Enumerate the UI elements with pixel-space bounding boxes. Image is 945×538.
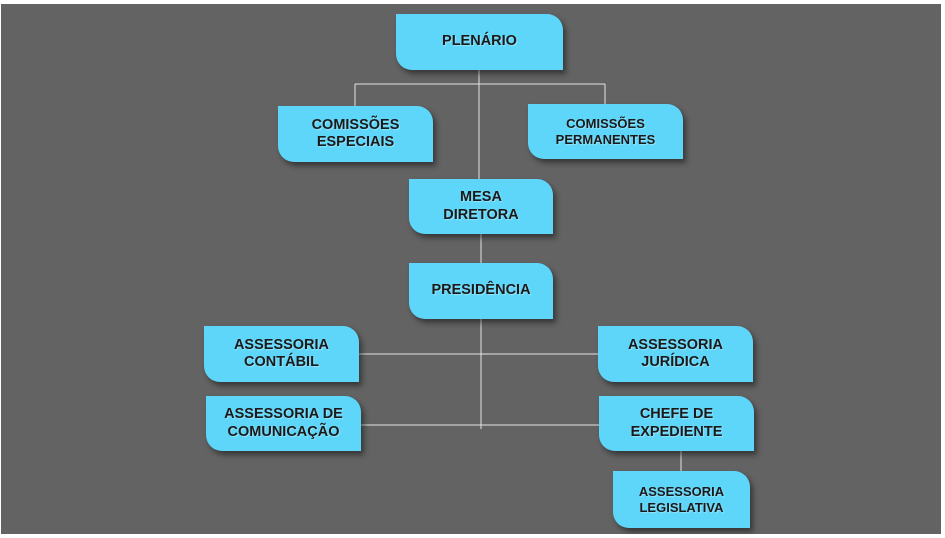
node-comissoes-permanentes-label: COMISSÕES PERMANENTES — [555, 116, 656, 147]
node-plenario[interactable]: PLENÁRIO — [396, 14, 563, 70]
org-chart-canvas: PLENÁRIO COMISSÕES ESPECIAIS COMISSÕES P… — [1, 4, 941, 534]
node-mesa-diretora-label: MESA DIRETORA — [443, 189, 519, 223]
node-assessoria-juridica-label: ASSESSORIA JURÍDICA — [627, 336, 724, 370]
node-comissoes-permanentes[interactable]: COMISSÕES PERMANENTES — [528, 104, 683, 159]
node-plenario-label: PLENÁRIO — [442, 33, 517, 50]
node-assessoria-juridica[interactable]: ASSESSORIA JURÍDICA — [598, 326, 753, 382]
node-chefe-expediente[interactable]: CHEFE DE EXPEDIENTE — [599, 396, 754, 451]
node-assessoria-legislativa-label: ASSESSORIA LEGISLATIVA — [638, 484, 725, 515]
node-assessoria-contabil[interactable]: ASSESSORIA CONTÁBIL — [204, 326, 359, 382]
node-presidencia-label: PRESIDÊNCIA — [431, 282, 531, 299]
node-comissoes-especiais[interactable]: COMISSÕES ESPECIAIS — [278, 106, 433, 162]
node-presidencia[interactable]: PRESIDÊNCIA — [409, 263, 553, 319]
node-comissoes-especiais-label: COMISSÕES ESPECIAIS — [311, 116, 400, 150]
node-assessoria-contabil-label: ASSESSORIA CONTÁBIL — [233, 336, 330, 370]
node-assessoria-legislativa[interactable]: ASSESSORIA LEGISLATIVA — [613, 471, 750, 528]
node-chefe-expediente-label: CHEFE DE EXPEDIENTE — [630, 406, 723, 440]
node-mesa-diretora[interactable]: MESA DIRETORA — [409, 179, 553, 234]
node-assessoria-comunicacao[interactable]: ASSESSORIA DE COMUNICAÇÃO — [206, 396, 361, 451]
node-assessoria-comunicacao-label: ASSESSORIA DE COMUNICAÇÃO — [224, 406, 343, 440]
